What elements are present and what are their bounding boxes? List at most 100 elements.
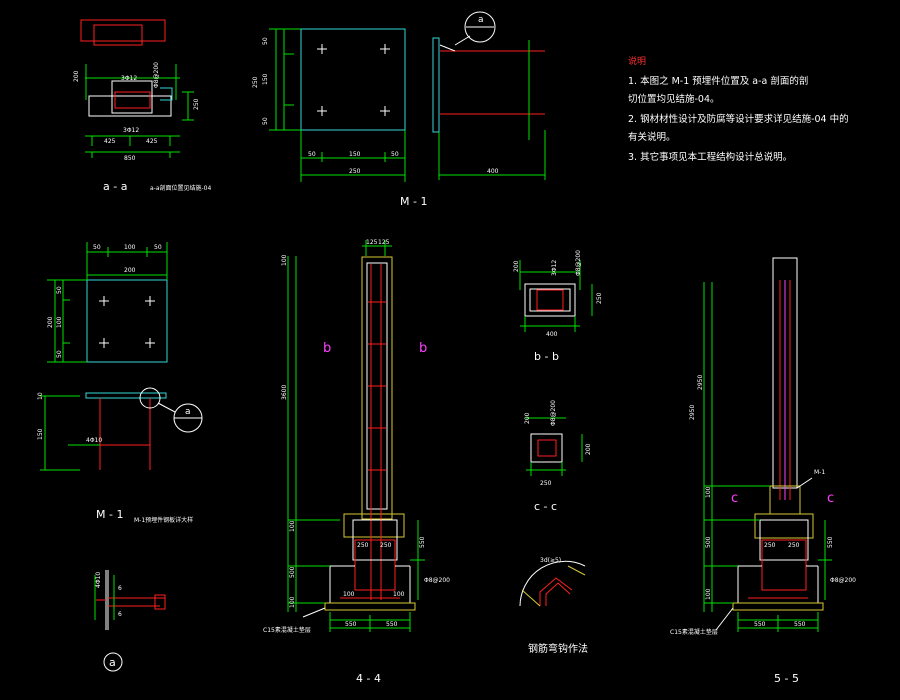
aa-dim-total: 850 [124,155,136,162]
section-bb-drawing [519,260,593,332]
s55-dim-left-3: 100 [705,486,712,498]
s55-dim-left-2: 2950 [689,405,696,420]
s44-dim-top-1: 125 [366,239,378,246]
s55-dim-left-1: 2950 [697,375,704,390]
s44-dim-bottom-1: 550 [345,621,357,628]
aa-dim-bottom-1: 425 [104,138,116,145]
s55-dim-col-3: 550 [827,536,834,548]
bb-dim-bottom: 400 [546,331,558,338]
m1top-callout: a [478,15,484,25]
s44-dim-left-1: 100 [281,254,288,266]
s44-label-4: C15素混凝土垫层 [263,626,311,634]
aa-dim-top-1: 200 [73,70,80,82]
s44-label-3: Φ8@200 [424,577,450,584]
m1-left-drawing [40,242,203,471]
aa-dim-bottom-2: 425 [146,138,158,145]
m1left-callout: a [185,407,191,417]
m1top-dim-bottom-total: 250 [349,168,361,175]
m1left-dim-top-total: 200 [124,267,136,274]
s44-dim-bottom-2: 550 [386,621,398,628]
s44-title: 4 - 4 [356,672,381,685]
m1top-dim-left-1: 50 [262,37,269,45]
m1top-dim-left-3: 50 [262,117,269,125]
s55-dim-left-4: 500 [705,536,712,548]
s44-dim-left-2: 3600 [281,385,288,400]
m1top-title: M - 1 [400,195,427,208]
m1top-dim-left-total: 250 [252,76,259,88]
s44-section-mark-right: b [419,341,427,356]
s44-dim-top-2: 125 [378,239,390,246]
s55-dim-col-1: 250 [764,542,776,549]
s44-dim-col-1: 250 [357,542,369,549]
s55-label-2: C15素混凝土垫层 [670,628,718,636]
section-44-drawing [287,240,425,632]
cc-title: c - c [534,500,557,513]
bb-dim-top-1: 200 [513,260,520,272]
section-55-drawing [703,257,832,632]
m1top-dim-bottom-1: 50 [308,151,316,158]
m1left-dim-top-3: 50 [154,244,162,251]
detail-a-drawing [94,570,166,672]
note-line-2: 切位置均见结施-04。 [628,93,720,105]
s44-label-1: 100 [343,591,355,598]
detail-a-label-2: 6 [118,585,122,592]
cc-dim-right: 200 [585,443,592,455]
s55-dim-left-5: 100 [705,588,712,600]
cc-dim-top-2: Φ8@200 [550,400,557,426]
s44-dim-left-4: 500 [289,566,296,578]
s44-section-mark-left: b [323,341,331,356]
m1left-dim-left-3: 50 [56,350,63,358]
note-line-4: 有关说明。 [628,131,676,143]
cc-dim-top-1: 200 [524,412,531,424]
aa-dim-right: 250 [193,98,200,110]
s55-dim-col-2: 250 [788,542,800,549]
s44-label-2: 100 [393,591,405,598]
detail-a-label-1: 4Φ10 [95,572,102,588]
bb-dim-top-2: 3Φ12 [551,260,558,276]
detail-a-label-3: 6 [118,611,122,618]
note-line-1: 1. 本图之 M-1 预埋件位置及 a-a 剖面的剖 [628,75,808,87]
aa-ref: a-a剖面位置见结施-04 [150,184,212,192]
m1top-dim-bottom-3: 50 [391,151,399,158]
s44-dim-left-5: 100 [289,596,296,608]
m1left-ref: M-1预埋件钢板详大样 [134,516,193,524]
hook-title: 钢筋弯钩作法 [528,642,588,655]
note-line-5: 3. 其它事项见本工程结构设计总说明。 [628,151,792,163]
bb-dim-top-3: Φ8@200 [575,250,582,276]
aa-dim-label-mid: 3Φ12 [123,127,139,134]
hook-label: 3d(≥5) [540,557,561,564]
s55-dim-bottom-2: 550 [794,621,806,628]
s55-label-1: Φ8@200 [830,577,856,584]
s55-title: 5 - 5 [774,672,799,685]
section-aa-drawing [80,19,194,158]
aa-dim-top-3: Φ8@200 [153,62,160,88]
s44-dim-left-3: 100 [289,520,296,532]
m1left-dim-side-2: 150 [37,428,44,440]
section-cc-drawing [526,417,583,476]
notes-heading: 说明 [628,55,646,67]
note-line-3: 2. 钢材材性设计及防腐等设计要求详见结施-04 中的 [628,113,849,125]
s44-dim-col-3: 550 [419,536,426,548]
detail-a-title: a [109,656,116,669]
aa-title: a - a [103,180,127,193]
s44-dim-col-2: 250 [380,542,392,549]
m1top-dim-bottom-2: 150 [349,151,361,158]
cc-dim-bottom: 250 [540,480,552,487]
s55-section-mark-right: c [827,491,834,506]
m1-top-drawing [269,11,546,182]
m1top-dim-right: 400 [487,168,499,175]
s55-label-m1: M-1 [814,469,825,476]
m1left-dim-top-1: 50 [93,244,101,251]
m1left-title: M - 1 [96,508,123,521]
m1left-dim-left-1: 50 [56,286,63,294]
m1left-dim-side-1: 10 [37,392,44,400]
m1left-dim-bottom-label: 4Φ10 [86,437,102,444]
bb-dim-right: 250 [596,292,603,304]
aa-dim-top-2: 3Φ12 [121,75,137,82]
m1left-dim-left-total: 200 [47,316,54,328]
bb-title: b - b [534,350,559,363]
m1left-dim-top-2: 100 [124,244,136,251]
s55-section-mark-left: c [731,491,738,506]
s55-dim-bottom-1: 550 [754,621,766,628]
